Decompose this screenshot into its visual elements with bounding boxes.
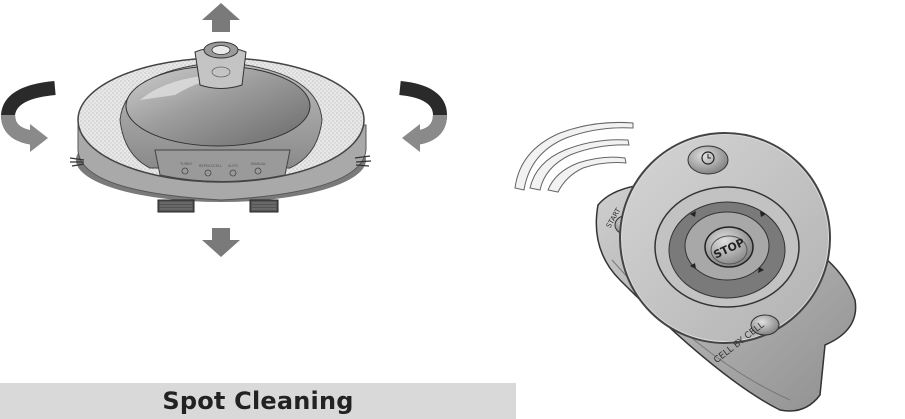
signal-waves-icon [515, 122, 633, 192]
section-header: Spot Cleaning [0, 383, 516, 419]
remote-control: START STOP CELL BY CELL [596, 133, 855, 411]
arrow-up-icon [202, 3, 240, 32]
arrow-down-icon [202, 228, 240, 257]
rotate-left-icon [8, 88, 55, 152]
rotate-right-icon [400, 88, 440, 152]
section-title: Spot Cleaning [0, 387, 516, 415]
panel-label-turbo: TURBO [179, 162, 192, 166]
panel-label-repeat: REPEAT/CELL [199, 164, 222, 168]
panel-label-auto: AUTO [228, 164, 238, 168]
panel-label-manual: MANUAL [251, 162, 266, 166]
clock-button[interactable] [688, 146, 728, 174]
robot-cleaner: TURBO REPEAT/CELL AUTO MANUAL [70, 42, 371, 212]
